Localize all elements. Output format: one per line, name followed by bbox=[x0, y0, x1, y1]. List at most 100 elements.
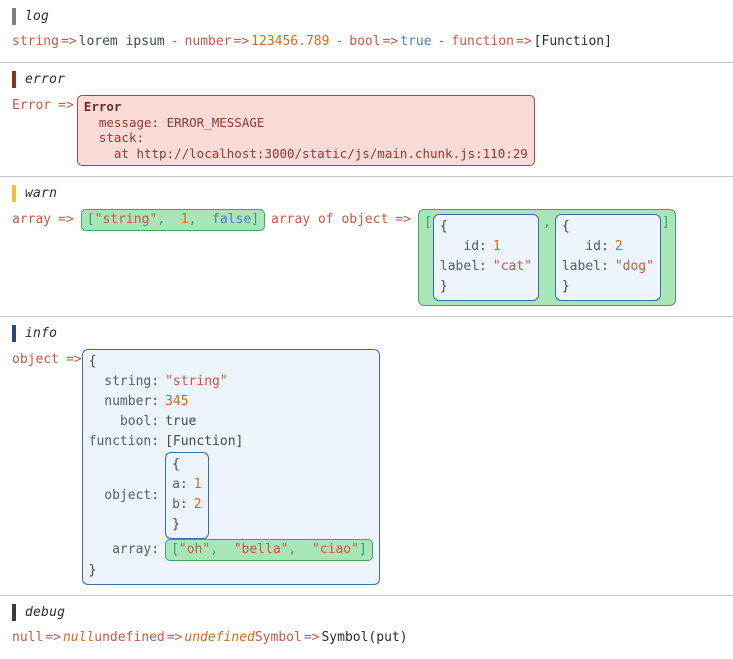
array-close-bracket: ] bbox=[661, 215, 670, 230]
object-close-brace: } bbox=[172, 517, 180, 532]
array-open-bracket: [ bbox=[424, 215, 432, 230]
info-object-key: number: bbox=[104, 394, 160, 409]
array-open-bracket: [ bbox=[86, 212, 95, 227]
warn-object-key: label: bbox=[439, 259, 487, 274]
array-open-bracket: [ bbox=[171, 542, 179, 557]
info-object-value-text: true bbox=[165, 414, 197, 429]
debug-entry-arrow: => bbox=[45, 630, 61, 645]
warn-object-value: "cat" bbox=[488, 257, 532, 277]
object-open-brace: { bbox=[88, 354, 97, 369]
warn-object-value-text: "cat" bbox=[492, 259, 533, 274]
log-entry-label: bool bbox=[349, 34, 381, 49]
log-entry-arrow: => bbox=[516, 34, 532, 49]
info-object-label: object=> bbox=[12, 352, 82, 367]
array-item: false bbox=[212, 212, 252, 227]
info-nested-object-value: 1 bbox=[189, 475, 202, 495]
level-bar-error bbox=[12, 71, 16, 88]
info-object-value: true bbox=[160, 412, 373, 432]
section-divider bbox=[0, 62, 733, 63]
info-object-value: ["oh", "bella", "ciao"] bbox=[160, 539, 373, 561]
warn-object-row: id:1 bbox=[440, 237, 532, 257]
info-nested-object-value-text: 2 bbox=[193, 497, 202, 512]
level-bar-log bbox=[12, 8, 16, 25]
warn-object-key: id: bbox=[585, 239, 609, 254]
debug-entry-label: undefined bbox=[94, 630, 165, 645]
array-item: 1 bbox=[180, 212, 189, 227]
warn-object-value: "dog" bbox=[610, 257, 654, 277]
info-object-value-text: "string" bbox=[165, 374, 228, 389]
info-object-row: number:345 bbox=[89, 392, 373, 412]
object-close-brace: } bbox=[88, 563, 97, 578]
error-stack-lines: message: ERROR_MESSAGE stack: at http://… bbox=[98, 114, 528, 161]
section-header-info: info bbox=[0, 317, 733, 346]
info-nested-object-row: b: 2 bbox=[172, 495, 201, 515]
log-entry-value: 123456.789 bbox=[251, 34, 330, 49]
info-object-row: bool:true bbox=[89, 412, 373, 432]
debug-entry-value: null bbox=[62, 630, 95, 645]
array-comma: , bbox=[188, 212, 213, 227]
info-object-key: array: bbox=[112, 542, 160, 557]
level-bar-warn bbox=[12, 185, 16, 202]
object-close-brace: } bbox=[439, 279, 448, 294]
log-entry-label: number bbox=[184, 34, 232, 49]
warn-array-label: array=> bbox=[12, 212, 74, 227]
log-entry-arrow: => bbox=[382, 34, 399, 49]
warn-entries-row: array=> ["string", 1, false] array of ob… bbox=[0, 206, 733, 316]
section-label-warn: warn bbox=[25, 186, 58, 201]
section-divider bbox=[0, 316, 733, 317]
info-object-row: string:"string" bbox=[89, 372, 373, 392]
debug-entry-value: undefined bbox=[184, 630, 255, 645]
warn-object-rows: id:1 label: "cat" bbox=[440, 237, 532, 277]
section-header-log: log bbox=[0, 0, 733, 29]
debug-entry-value: Symbol(put) bbox=[321, 630, 408, 645]
info-nested-object-key: b: bbox=[172, 497, 188, 512]
log-entry-value: [Function] bbox=[533, 34, 612, 49]
debug-entry-label: Symbol bbox=[254, 630, 302, 645]
section-log: log string => lorem ipsum - number => 12… bbox=[0, 0, 733, 63]
log-entry-arrow: => bbox=[233, 34, 250, 49]
object-open-brace: { bbox=[172, 457, 180, 472]
array-comma: , bbox=[288, 542, 312, 557]
level-bar-debug bbox=[12, 604, 16, 621]
debug-entry-arrow: => bbox=[166, 630, 183, 645]
error-entry-row: Error=> Error message: ERROR_MESSAGE sta… bbox=[0, 92, 733, 176]
log-separator: - bbox=[437, 34, 446, 49]
log-separator: - bbox=[335, 34, 344, 49]
info-nested-array-pill: ["oh", "bella", "ciao"] bbox=[165, 539, 373, 561]
info-object-value-text: [Function] bbox=[165, 434, 244, 449]
debug-entry-arrow: => bbox=[303, 630, 320, 645]
log-entry-label: string bbox=[12, 34, 59, 49]
section-header-error: error bbox=[0, 63, 733, 92]
info-object-value: "string" bbox=[160, 372, 373, 392]
log-separator: - bbox=[170, 34, 179, 49]
debug-entries-row: null => null undefined => undefined Symb… bbox=[0, 625, 733, 658]
section-debug: debug null => null undefined => undefine… bbox=[0, 596, 733, 658]
warn-object-row: id:2 bbox=[562, 237, 654, 257]
info-nested-object-value-text: 1 bbox=[193, 477, 202, 492]
error-stack-box: Error message: ERROR_MESSAGE stack: at h… bbox=[76, 95, 535, 166]
info-object-key: object: bbox=[104, 487, 160, 503]
array-close-bracket: ] bbox=[251, 212, 260, 227]
info-object-value: [Function] bbox=[160, 432, 373, 452]
section-divider bbox=[0, 176, 733, 177]
section-label-info: info bbox=[25, 326, 58, 341]
array-comma: , bbox=[543, 215, 551, 230]
level-bar-info bbox=[12, 325, 16, 342]
log-entry-value: true bbox=[400, 34, 432, 49]
section-label-log: log bbox=[25, 9, 50, 24]
info-nested-object-value: 2 bbox=[189, 495, 202, 515]
array-item: "string" bbox=[94, 212, 158, 227]
info-object-value: 345 bbox=[160, 392, 373, 412]
section-label-debug: debug bbox=[25, 605, 66, 620]
warn-object-row: label:"dog" bbox=[562, 257, 654, 277]
